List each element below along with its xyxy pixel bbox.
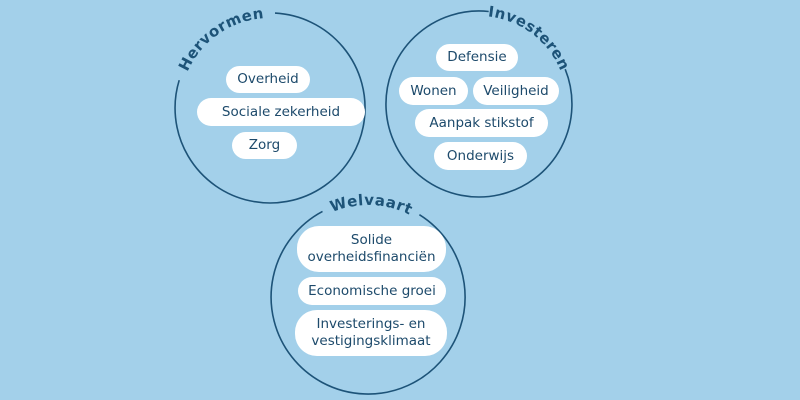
title-welvaart: Welvaart bbox=[328, 191, 416, 219]
item-veiligheid: Veiligheid bbox=[473, 77, 559, 105]
item-solide-overheidsfinancien: Solide overheidsfinanciën bbox=[297, 226, 446, 272]
item-wonen: Wonen bbox=[399, 77, 468, 105]
circle-hervormen bbox=[174, 12, 366, 204]
title-hervormen: Hervormen bbox=[175, 4, 265, 74]
item-aanpak-stikstof: Aanpak stikstof bbox=[415, 109, 548, 137]
item-overheid: Overheid bbox=[226, 66, 310, 93]
item-investerings-vestigingsklimaat: Investerings- en vestigingsklimaat bbox=[295, 310, 447, 356]
item-economische-groei: Economische groei bbox=[298, 277, 446, 305]
item-sociale-zekerheid: Sociale zekerheid bbox=[197, 98, 365, 126]
circle-investeren bbox=[385, 10, 573, 198]
item-defensie: Defensie bbox=[436, 44, 518, 71]
item-onderwijs: Onderwijs bbox=[434, 142, 527, 170]
item-zorg: Zorg bbox=[232, 132, 297, 159]
circle-welvaart bbox=[270, 210, 466, 395]
